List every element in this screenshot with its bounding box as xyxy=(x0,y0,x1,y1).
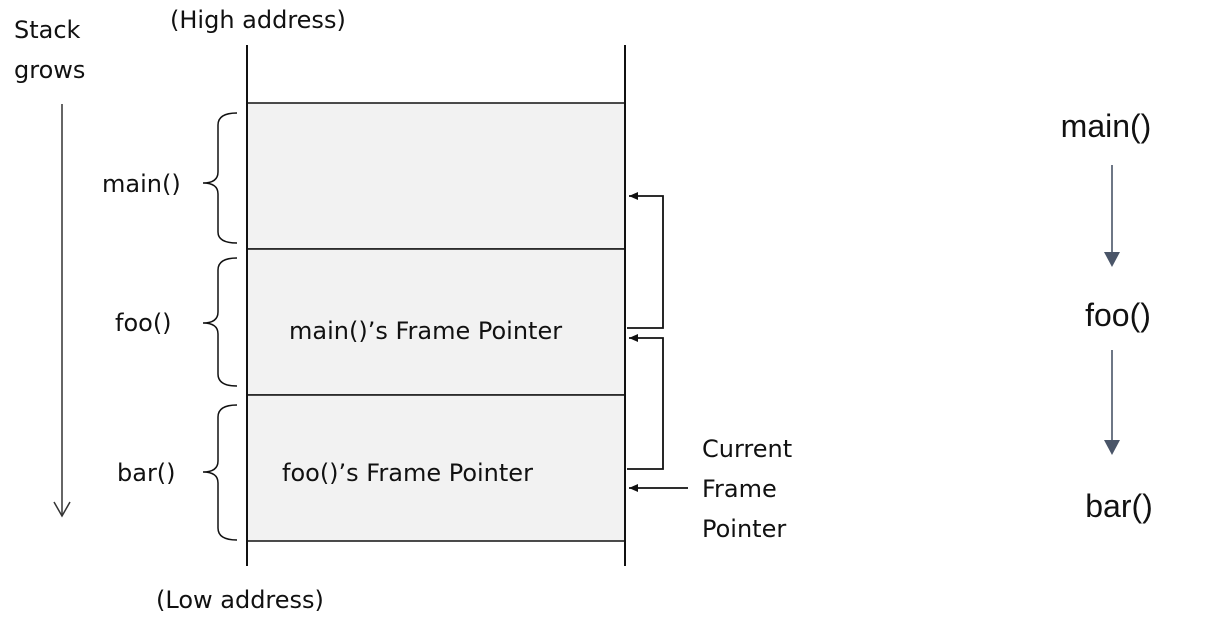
bar-frame-content: foo()’s Frame Pointer xyxy=(282,459,533,487)
high-address-label: (High address) xyxy=(170,6,346,34)
stack-grows-label-line1: Stack xyxy=(14,16,81,44)
stack-grows-label-line2: grows xyxy=(14,56,85,84)
call-chain-arrow-foo-bar xyxy=(1104,350,1120,455)
bar-frame-box xyxy=(246,394,626,542)
stack-grows-arrow xyxy=(53,104,71,518)
current-frame-pointer-label-line3: Pointer xyxy=(702,515,786,543)
call-chain-main: main() xyxy=(1061,108,1152,144)
bar-frame-pointer-link-arrow xyxy=(627,334,664,470)
foo-frame-label: foo() xyxy=(115,309,172,337)
bar-frame-label: bar() xyxy=(117,459,176,487)
current-frame-pointer-label-line2: Frame xyxy=(702,475,777,503)
current-frame-pointer-label-line1: Current xyxy=(702,435,792,463)
main-frame-label: main() xyxy=(102,170,181,198)
main-frame-brace xyxy=(202,112,238,244)
call-chain-bar: bar() xyxy=(1085,488,1153,524)
low-address-label: (Low address) xyxy=(156,586,324,614)
foo-frame-content: main()’s Frame Pointer xyxy=(289,317,562,345)
call-chain-arrow-main-foo xyxy=(1104,165,1120,267)
bar-frame-brace xyxy=(202,404,238,541)
main-frame-box xyxy=(246,102,626,250)
foo-frame-pointer-link-arrow xyxy=(627,192,664,329)
foo-frame-brace xyxy=(202,257,238,387)
call-chain-foo: foo() xyxy=(1085,297,1151,333)
